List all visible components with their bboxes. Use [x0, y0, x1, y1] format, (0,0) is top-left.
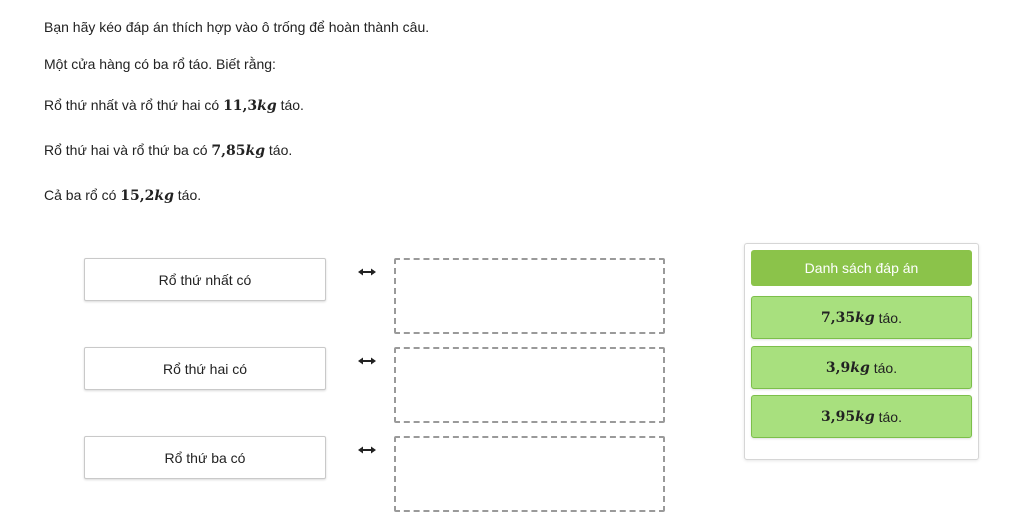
fact-prefix: Rổ thứ hai và rổ thứ ba có [44, 142, 208, 158]
fact-line-2: Rổ thứ hai và rổ thứ ba có 7,85kg táo. [44, 141, 292, 160]
fact-line-3: Cả ba rổ có 15,2kg táo. [44, 186, 201, 205]
fact-line-1: Rổ thứ nhất và rổ thứ hai có 11,3kg táo. [44, 96, 304, 115]
dropzone-basket-3[interactable] [394, 436, 665, 512]
double-arrow-icon [357, 356, 377, 366]
answer-suffix: táo. [878, 309, 902, 326]
premise-label: Rổ thứ ba có [164, 449, 246, 466]
premise-label: Rổ thứ hai có [162, 360, 248, 377]
fact-prefix: Cả ba rổ có [44, 187, 117, 203]
fact-prefix: Rổ thứ nhất và rổ thứ hai có [44, 97, 220, 113]
answer-suffix: táo. [878, 408, 902, 425]
fact-value: 11,3kg [223, 98, 277, 114]
premise-label: Rổ thứ nhất có [158, 271, 252, 288]
dropzone-basket-1[interactable] [394, 258, 665, 334]
premise-basket-3: Rổ thứ ba có [84, 436, 326, 479]
fact-suffix: táo. [268, 142, 293, 158]
double-arrow-icon [357, 445, 377, 455]
answer-suffix: táo. [873, 359, 898, 376]
fact-value: 15,2kg [120, 188, 174, 204]
premise-basket-2: Rổ thứ hai có [84, 347, 326, 390]
answer-value: 3,95kg [821, 408, 875, 425]
answer-value: 7,35kg [821, 309, 875, 326]
problem-intro: Một cửa hàng có ba rổ táo. Biết rằng: [44, 56, 276, 72]
fact-suffix: táo. [280, 97, 304, 113]
answer-list-header: Danh sách đáp án [751, 250, 972, 286]
dropzone-basket-2[interactable] [394, 347, 665, 423]
premise-basket-1: Rổ thứ nhất có [84, 258, 326, 301]
fact-value: 7,85kg [211, 143, 265, 159]
double-arrow-icon [357, 267, 377, 277]
fact-suffix: táo. [177, 187, 202, 203]
answer-value: 3,9kg [825, 359, 870, 376]
instruction-text: Bạn hãy kéo đáp án thích hợp vào ô trống… [44, 19, 430, 35]
